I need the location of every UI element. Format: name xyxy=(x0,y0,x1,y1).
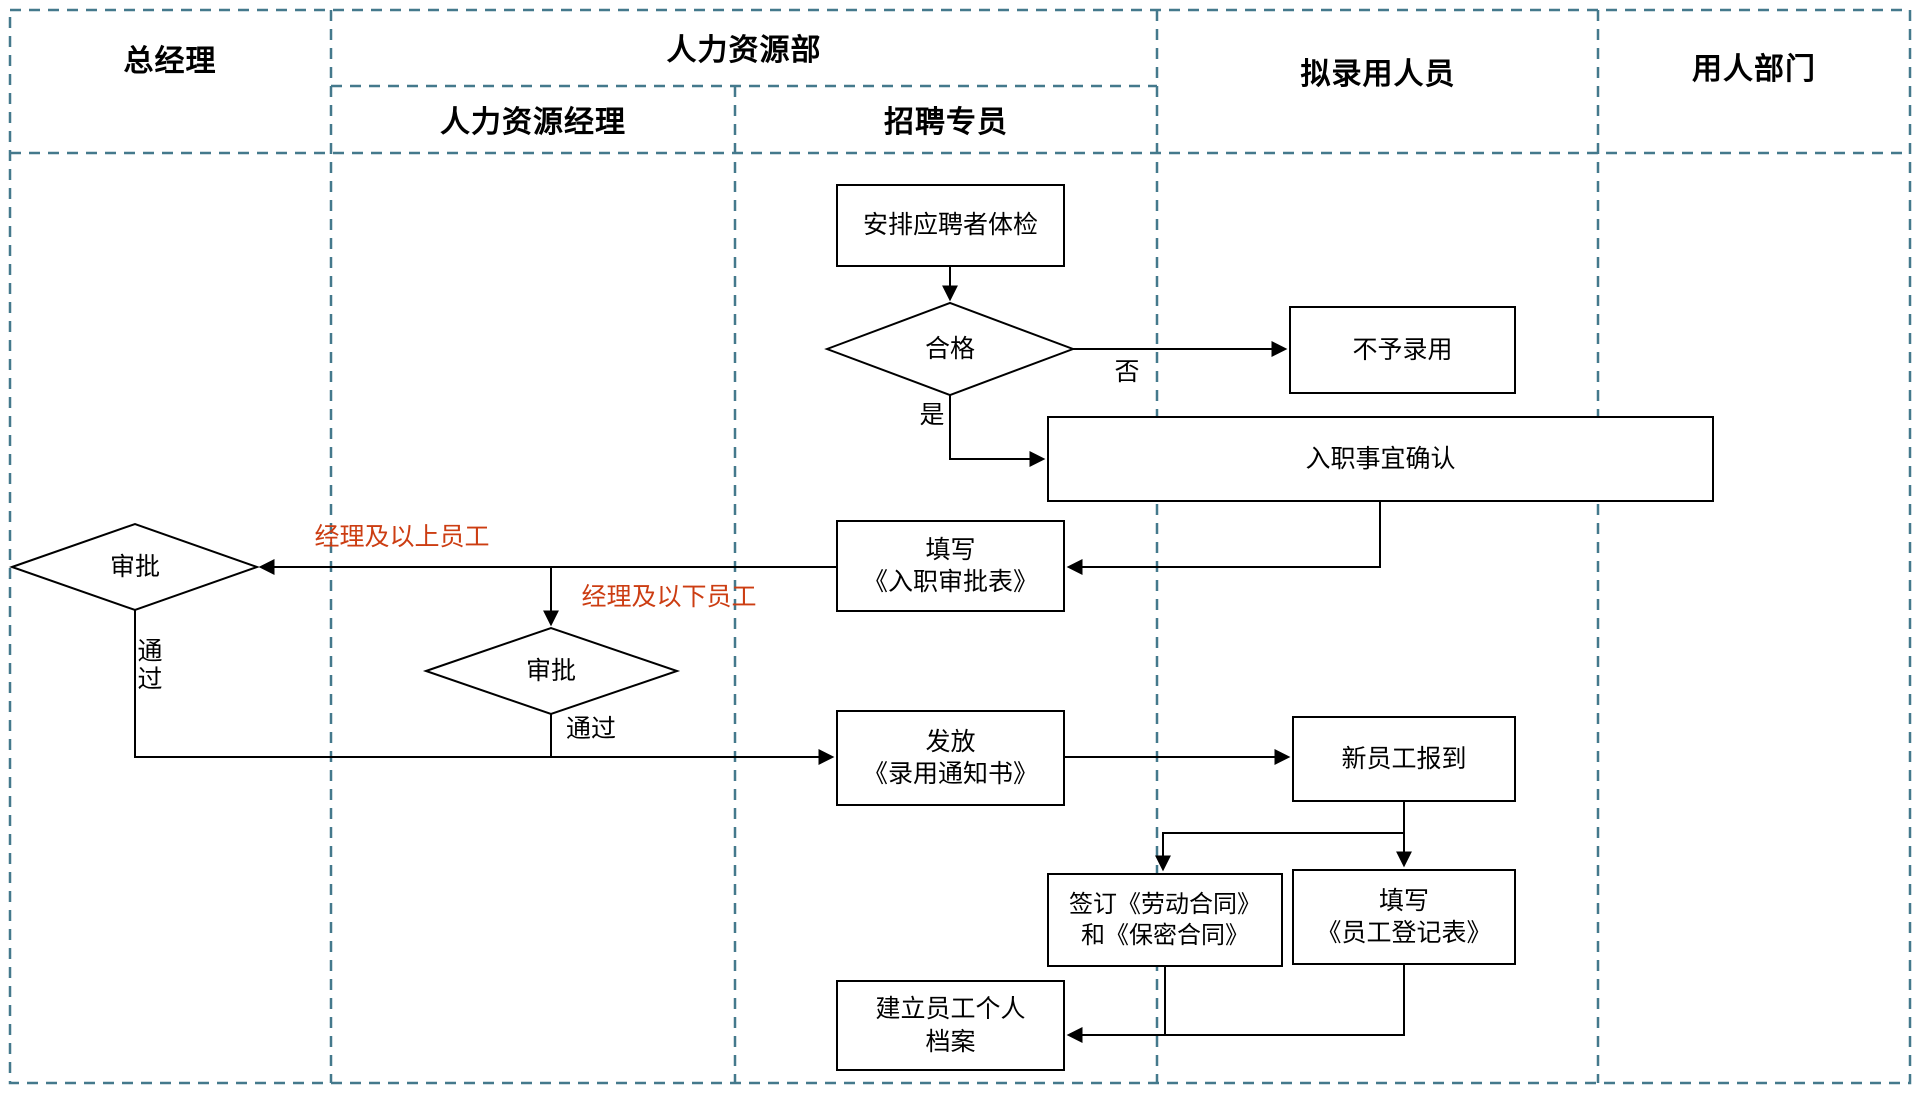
diamond-label-approval-mid: 审批 xyxy=(525,657,577,685)
diamond-approval-mid xyxy=(422,626,681,716)
edge-label-pass-left: 通 过 xyxy=(137,637,163,693)
diamond-label-approval-left: 审批 xyxy=(109,553,161,581)
edge-report-to-contracts xyxy=(1155,832,1404,872)
lane-header-recruitment-specialist: 招聘专员 xyxy=(884,106,1008,139)
node-not-hired: 不予录用 xyxy=(1289,306,1516,394)
node-new-employee-report: 新员工报到 xyxy=(1292,716,1516,802)
node-create-personal-file: 建立员工个人 档案 xyxy=(836,980,1065,1071)
edge-label-manager-and-below: 经理及以下员工 xyxy=(581,583,757,611)
lane-header-hr-department: 人力资源部 xyxy=(666,34,822,67)
node-fill-approval-form: 填写 《入职审批表》 xyxy=(836,520,1065,612)
diamond-label-qualified: 合格 xyxy=(924,335,976,363)
lane-header-candidates: 拟录用人员 xyxy=(1300,58,1456,91)
node-sign-contracts: 签订《劳动合同》 和《保密合同》 xyxy=(1047,873,1283,967)
edge-qualified-yes-to-confirm xyxy=(949,395,1046,467)
lane-header-general-manager: 总经理 xyxy=(123,45,217,78)
lane-header-hr-manager: 人力资源经理 xyxy=(440,106,626,139)
edge-label-no: 否 xyxy=(1114,358,1140,386)
diamond-approval-left xyxy=(8,522,261,612)
node-onboarding-confirm: 入职事宜确认 xyxy=(1047,416,1714,502)
edge-confirm-to-approval-form xyxy=(1066,502,1381,575)
edge-label-pass-mid: 通过 xyxy=(565,715,617,743)
edge-registration-to-file-merge xyxy=(1165,965,1405,1036)
lane-outer-border xyxy=(8,8,1912,1085)
edge-label-manager-and-above: 经理及以上员工 xyxy=(314,523,490,551)
node-arrange-exam: 安排应聘者体检 xyxy=(836,184,1065,267)
edge-left-approval-pass-to-offer xyxy=(134,610,835,765)
node-fill-registration: 填写 《员工登记表》 xyxy=(1292,869,1516,965)
node-issue-offer: 发放 《录用通知书》 xyxy=(836,710,1065,806)
lane-header-hiring-department: 用人部门 xyxy=(1692,53,1816,86)
edge-contracts-to-file xyxy=(1066,967,1166,1043)
edge-label-yes: 是 xyxy=(919,401,945,429)
